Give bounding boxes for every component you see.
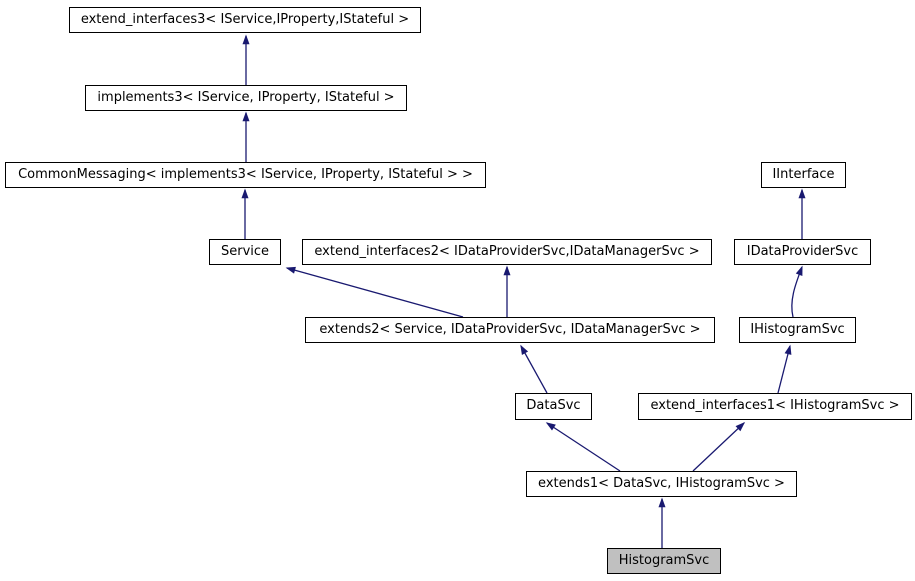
node-datasvc[interactable]: DataSvc — [515, 393, 592, 420]
node-idataprovidersvc[interactable]: IDataProviderSvc — [734, 239, 871, 265]
node-iinterface[interactable]: IInterface — [761, 162, 846, 188]
node-implements3[interactable]: implements3< IService, IProperty, IState… — [85, 85, 407, 111]
node-extend-interfaces1[interactable]: extend_interfaces1< IHistogramSvc > — [638, 393, 912, 420]
node-ihistogramsvc[interactable]: IHistogramSvc — [739, 317, 856, 343]
edge-datasvc-to-extends2-arrow — [520, 344, 548, 394]
node-service[interactable]: Service — [209, 239, 281, 265]
node-histogramsvc[interactable]: HistogramSvc — [607, 548, 721, 574]
edge-extends2-to-service-arrow — [285, 266, 464, 318]
edge-extend-interfaces1-to-ihistogramsvc-arrow — [777, 344, 792, 394]
node-extend-interfaces3[interactable]: extend_interfaces3< IService,IProperty,I… — [69, 7, 421, 33]
node-extends2[interactable]: extends2< Service, IDataProviderSvc, IDa… — [305, 317, 715, 343]
node-extend-interfaces2[interactable]: extend_interfaces2< IDataProviderSvc,IDa… — [302, 239, 712, 265]
edge-extends1-to-extend-interfaces1-arrow — [692, 421, 746, 472]
node-commonmessaging[interactable]: CommonMessaging< implements3< IService, … — [5, 162, 486, 188]
node-extends1[interactable]: extends1< DataSvc, IHistogramSvc > — [526, 471, 797, 497]
edge-extends1-to-datasvc-arrow — [545, 422, 621, 472]
edge-ihistogramsvc-to-idataprovidersvc-arrow — [791, 265, 803, 318]
